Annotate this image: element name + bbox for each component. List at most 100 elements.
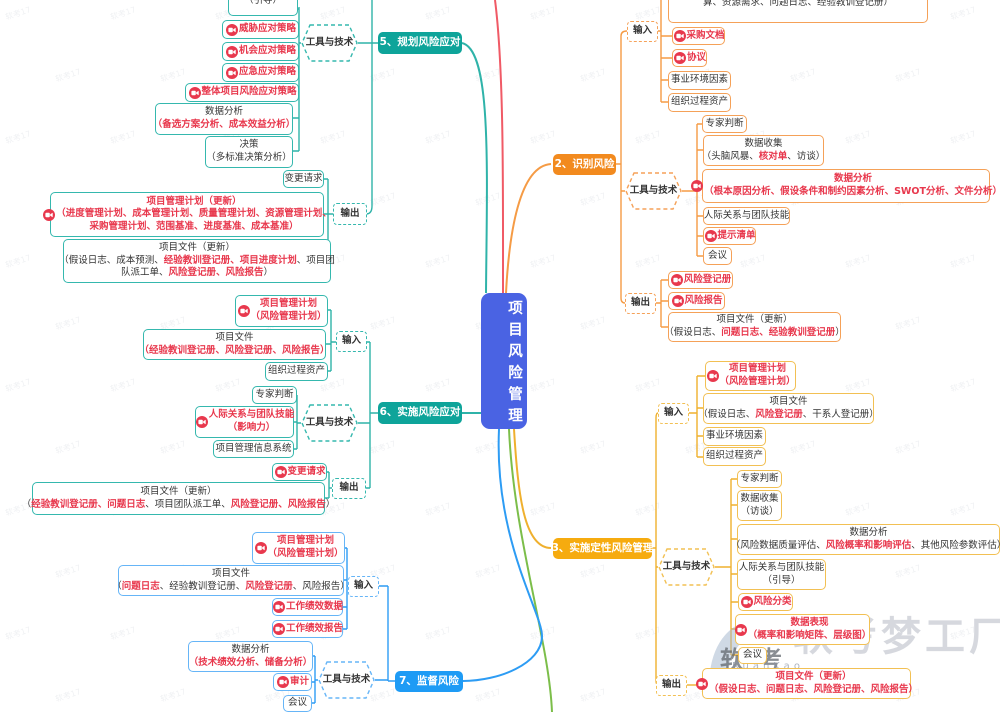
input-tag-7-label: 输入: [353, 580, 373, 592]
output-tag-2[interactable]: 输出: [625, 293, 656, 314]
input-tag-6[interactable]: 输入: [336, 331, 367, 352]
expert-judgment-2[interactable]: 专家判断: [702, 115, 747, 133]
prompt-lists-2[interactable]: 提示清单: [703, 227, 756, 245]
tools-techniques-6[interactable]: 工具与技术: [301, 404, 358, 442]
pm-plan-6[interactable]: 项目管理计划（风险管理计划）: [235, 295, 328, 327]
project-docs-updates-3[interactable]: 项目文件（更新）（假设日志、问题日志、风险登记册、风险报告）: [696, 668, 918, 699]
tools-techniques-3[interactable]: 工具与技术: [658, 548, 715, 586]
root-project-risk-management-label: 项目风险管理: [506, 300, 522, 429]
change-requests-6[interactable]: 变更请求: [272, 463, 327, 481]
facilitation-partial-box[interactable]: （引导）: [228, 0, 298, 16]
change-requests-5-label: 变更请求: [284, 172, 323, 184]
branch-qualitative-risk-analysis[interactable]: 3、实施定性风险管理: [552, 538, 653, 559]
meetings-7[interactable]: 会议: [283, 695, 312, 712]
data-gathering-3[interactable]: 数据收集（访谈）: [737, 490, 782, 521]
pm-plan-3[interactable]: 项目管理计划（风险管理计划）: [705, 361, 796, 391]
tools-techniques-2[interactable]: 工具与技术: [625, 172, 682, 210]
meetings-3[interactable]: 会议: [738, 647, 767, 664]
video-marker-icon: [237, 305, 250, 317]
work-performance-reports-7-label: 工作绩效报告: [286, 622, 344, 634]
contingency-response-strategies[interactable]: 应急应对策略: [222, 63, 299, 82]
eef-2[interactable]: 事业环境因素: [668, 71, 731, 90]
agreements-2[interactable]: 协议: [672, 49, 707, 67]
project-docs-updates-6[interactable]: 项目文件（更新）（经验教训登记册、问题日志、项目团队派工单、风险登记册、风险报告…: [22, 482, 335, 515]
interpersonal-skills-2[interactable]: 人际关系与团队技能: [703, 207, 790, 225]
risk-register-2[interactable]: 风险登记册: [668, 271, 733, 289]
project-docs-2-partial[interactable]: （假设日志、干系人登记册、需求文件、持续时间估算、成本估算、资源需求、问题日志、…: [668, 0, 928, 23]
opa-2-label: 组织过程资产: [671, 96, 729, 108]
threat-response-strategies[interactable]: 威胁应对策略: [222, 20, 299, 39]
eef-3[interactable]: 事业环境因素: [703, 427, 766, 446]
project-docs-6[interactable]: 项目文件（经验教训登记册、风险登记册、风险报告）: [140, 329, 330, 360]
data-gathering-2-label: 数据收集（头脑风暴、核对单、访谈）: [701, 137, 826, 162]
pm-plan-3-label: 项目管理计划（风险管理计划）: [719, 363, 796, 387]
tools-techniques-5-label: 工具与技术: [305, 36, 354, 48]
facilitation-partial-box-label: （引导）: [243, 0, 282, 6]
data-analysis-3[interactable]: 数据分析（风险数据质量评估、风险概率和影响评估、其他风险参数评估）: [731, 524, 1000, 555]
video-marker-icon: [673, 30, 686, 42]
overall-risk-response-strategies[interactable]: 整体项目风险应对策略: [185, 83, 299, 102]
risk-categorization-3-label: 风险分类: [753, 595, 792, 607]
risk-register-2-label: 风险登记册: [683, 273, 732, 285]
data-analysis-2[interactable]: 数据分析（根本原因分析、假设条件和制约因素分析、SWOT分析、文件分析）: [691, 169, 1000, 203]
output-tag-6[interactable]: 输出: [332, 478, 366, 499]
output-tag-3[interactable]: 输出: [656, 675, 687, 696]
interpersonal-skills-3[interactable]: 人际关系与团队技能（引导）: [737, 559, 826, 590]
data-analysis-7[interactable]: 数据分析（技术绩效分析、储备分析）: [188, 641, 313, 672]
video-marker-icon: [254, 542, 267, 554]
pm-plan-6-label: 项目管理计划（风险管理计划）: [250, 298, 327, 322]
expert-judgment-6-label: 专家判断: [255, 388, 294, 400]
opa-6[interactable]: 组织过程资产: [265, 362, 328, 381]
branch-implement-risk-responses[interactable]: 6、实施风险应对: [378, 402, 462, 424]
opa-2[interactable]: 组织过程资产: [668, 93, 731, 112]
project-docs-updates-5[interactable]: 项目文件（更新）（假设日志、成本预测、经验教训登记册、项目进度计划、项目团队派工…: [59, 239, 335, 283]
change-requests-6-label: 变更请求: [287, 465, 326, 477]
risk-report-2[interactable]: 风险报告: [668, 292, 725, 310]
tools-techniques-3-label: 工具与技术: [662, 560, 711, 572]
branch-monitor-risks-label: 7、监督风险: [399, 674, 459, 687]
output-tag-5[interactable]: 输出: [333, 203, 367, 225]
project-docs-updates-2[interactable]: 项目文件（更新）（假设日志、问题日志、经验教训登记册）: [664, 312, 845, 342]
expert-judgment-6[interactable]: 专家判断: [252, 386, 297, 404]
input-tag-3-label: 输入: [663, 407, 683, 419]
root-project-risk-management[interactable]: 项目风险管理: [481, 293, 527, 429]
risk-categorization-3[interactable]: 风险分类: [738, 593, 793, 611]
pm-plan-7[interactable]: 项目管理计划（风险管理计划）: [252, 532, 345, 564]
input-tag-3[interactable]: 输入: [658, 403, 689, 424]
opa-3[interactable]: 组织过程资产: [703, 447, 766, 466]
opportunity-response-strategies-label: 机会应对策略: [239, 45, 297, 57]
pmis-6[interactable]: 项目管理信息系统: [213, 440, 294, 458]
video-marker-icon: [671, 295, 684, 307]
opportunity-response-strategies[interactable]: 机会应对策略: [222, 42, 299, 61]
project-docs-3-label: 项目文件（假设日志、风险登记册、干系人登记册）: [698, 395, 879, 420]
branch-identify-risks[interactable]: 2、识别风险: [553, 154, 616, 175]
interpersonal-skills-6[interactable]: 人际关系与团队技能（影响力）: [195, 406, 294, 438]
decision-making-5[interactable]: 决策（多标准决策分析）: [205, 136, 293, 168]
meetings-2[interactable]: 会议: [703, 247, 732, 265]
tools-techniques-7[interactable]: 工具与技术: [318, 661, 375, 699]
pm-plan-updates-5[interactable]: 项目管理计划（更新）（进度管理计划、成本管理计划、质量管理计划、资源管理计划、采…: [43, 192, 332, 237]
hexagon-shape: [658, 548, 715, 586]
branch-plan-risk-responses[interactable]: 5、规划风险应对: [378, 32, 462, 54]
input-tag-2[interactable]: 输入: [627, 21, 658, 42]
branch-monitor-risks[interactable]: 7、监督风险: [395, 671, 463, 692]
audit-7[interactable]: 审计: [273, 673, 312, 691]
tools-techniques-5[interactable]: 工具与技术: [301, 24, 358, 62]
input-tag-7[interactable]: 输入: [348, 576, 379, 597]
procurement-docs-2[interactable]: 采购文档: [672, 27, 725, 45]
data-gathering-2[interactable]: 数据收集（头脑风暴、核对单、访谈）: [702, 135, 825, 166]
output-tag-6-label: 输出: [339, 482, 359, 494]
work-performance-data-7[interactable]: 工作绩效数据: [272, 598, 343, 616]
project-docs-7[interactable]: 项目文件（问题日志、经验教训登记册、风险登记册、风险报告）: [112, 565, 350, 596]
data-analysis-3-label: 数据分析（风险数据质量评估、风险概率和影响评估、其他风险参数评估）: [730, 526, 1000, 551]
expert-judgment-3[interactable]: 专家判断: [737, 470, 782, 488]
project-docs-3[interactable]: 项目文件（假设日志、风险登记册、干系人登记册）: [698, 393, 879, 424]
video-marker-icon: [696, 677, 708, 690]
change-requests-5[interactable]: 变更请求: [283, 170, 324, 188]
video-marker-icon: [740, 596, 753, 608]
data-analysis-5-label: 数据分析（备选方案分析、成本效益分析）: [152, 106, 296, 130]
data-analysis-5[interactable]: 数据分析（备选方案分析、成本效益分析）: [153, 103, 295, 135]
work-performance-reports-7[interactable]: 工作绩效报告: [272, 620, 343, 638]
data-representation-3[interactable]: 数据表现（概率和影响矩阵、层级图）: [734, 614, 871, 645]
